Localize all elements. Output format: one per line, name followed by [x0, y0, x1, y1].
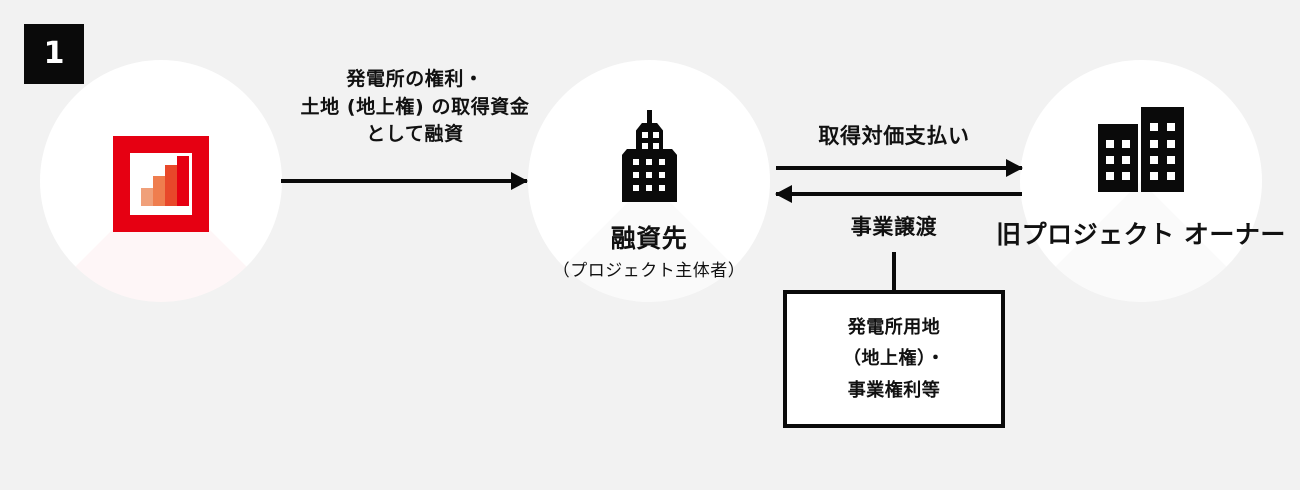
connector-line-transfer-to-assets [892, 252, 896, 292]
asset-box-text: 発電所用地 （地上権）・ 事業権利等 [843, 316, 945, 401]
node-lendee: 融資先 （プロジェクト主体者） [528, 60, 770, 302]
step-number-badge: 1 [24, 24, 84, 84]
node-funding-source [40, 60, 282, 302]
chart-bar-3 [165, 165, 177, 206]
node-old-project-owner: 旧プロジェクト オーナー [996, 60, 1285, 302]
chart-growth-bars [141, 156, 189, 206]
chart-bar-1 [141, 188, 153, 206]
node-title: 融資先 [610, 224, 688, 253]
chart-growth-icon [113, 136, 209, 232]
node-icon-wrap [1020, 100, 1262, 192]
flow-label-business-transfer: 事業譲渡 [850, 215, 938, 239]
node-icon-wrap [528, 102, 770, 202]
flow-label-loan: 発電所の権利・ 土地 (地上権) の取得資金 として融資 [300, 68, 530, 146]
node-title: 旧プロジェクト オーナー [996, 220, 1286, 249]
asset-box: 発電所用地 （地上権）・ 事業権利等 [783, 290, 1005, 428]
twin-buildings-icon [1098, 107, 1184, 192]
office-tower-icon [614, 110, 684, 202]
step-number-label: 1 [43, 36, 65, 71]
node-subtitle: （プロジェクト主体者） [552, 260, 746, 281]
node-icon-wrap [40, 132, 282, 232]
node-caption: 旧プロジェクト オーナー [980, 218, 1300, 252]
chart-bar-2 [153, 176, 165, 206]
node-caption: 融資先 （プロジェクト主体者） [488, 222, 810, 282]
flow-label-acquisition-payment: 取得対価支払い [818, 124, 970, 148]
chart-bar-4 [177, 156, 189, 206]
